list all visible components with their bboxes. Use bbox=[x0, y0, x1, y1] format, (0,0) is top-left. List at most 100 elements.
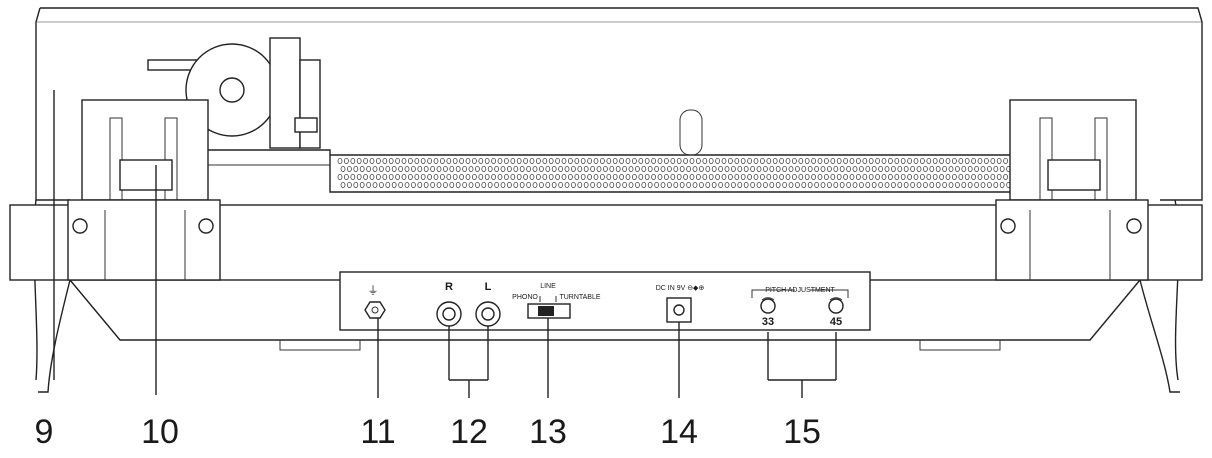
mat-perforation bbox=[871, 181, 877, 188]
mat-perforation bbox=[939, 173, 944, 180]
pitch-adjustment: PITCH ADJUSTMENT 33 45 bbox=[751, 287, 849, 328]
callout-numbers: 9 10 11 12 13 14 15 bbox=[35, 413, 821, 451]
mat-perforation bbox=[395, 173, 401, 180]
mat-perforation bbox=[942, 181, 947, 188]
mat-perforation bbox=[398, 181, 404, 188]
mat-perforation bbox=[971, 157, 976, 164]
mat-perforation bbox=[926, 173, 932, 180]
left-jack-label: L bbox=[485, 281, 492, 293]
mat-perforation bbox=[753, 173, 759, 180]
mat-perforation bbox=[788, 181, 794, 188]
mat-perforation bbox=[827, 165, 832, 172]
callout-15: 15 bbox=[783, 413, 821, 451]
mat-perforation bbox=[907, 173, 912, 180]
mat-perforation bbox=[772, 173, 778, 180]
mat-perforation bbox=[894, 157, 900, 164]
mat-perforation bbox=[558, 165, 563, 172]
mat-perforation bbox=[775, 181, 781, 188]
mat-perforation bbox=[689, 173, 695, 180]
mat-perforation bbox=[536, 157, 541, 164]
mat-perforation bbox=[395, 157, 401, 164]
mat-perforation bbox=[465, 157, 471, 164]
mat-perforation bbox=[711, 165, 717, 172]
mat-perforation bbox=[539, 165, 544, 172]
mat-perforation bbox=[990, 157, 996, 164]
mat-perforation bbox=[664, 173, 669, 180]
mat-perforation bbox=[875, 173, 880, 180]
mat-perforation bbox=[852, 165, 858, 172]
mat-perforation bbox=[721, 173, 727, 180]
mat-perforation bbox=[510, 173, 516, 180]
mat-perforation bbox=[1003, 157, 1008, 164]
dc-in-label: DC IN 9V ⊖◆⊕ bbox=[656, 285, 705, 292]
mat-perforation bbox=[385, 165, 391, 172]
mat-perforation bbox=[686, 165, 691, 172]
mat-perforation bbox=[724, 181, 730, 188]
mat-perforation bbox=[705, 181, 711, 188]
mat-perforation bbox=[561, 157, 567, 164]
hinge-right bbox=[995, 99, 1149, 281]
mat-perforation bbox=[737, 181, 743, 188]
mat-perforation bbox=[436, 165, 442, 172]
mat-perforation bbox=[859, 181, 864, 188]
mat-perforation bbox=[974, 165, 979, 172]
mat-perforation bbox=[644, 173, 650, 180]
mat-perforation bbox=[574, 173, 580, 180]
mat-perforation bbox=[343, 157, 349, 164]
mat-perforation bbox=[350, 173, 356, 180]
mat-perforation bbox=[763, 165, 768, 172]
mat-perforation bbox=[583, 181, 589, 188]
mat-perforation bbox=[449, 181, 455, 188]
mat-perforation bbox=[484, 173, 490, 180]
mat-perforation bbox=[497, 173, 503, 180]
mat-perforation bbox=[718, 165, 723, 172]
mat-perforation bbox=[468, 165, 474, 172]
mat-perforation bbox=[545, 165, 551, 172]
mat-perforation bbox=[782, 165, 787, 172]
mat-perforation bbox=[788, 165, 794, 172]
mat-perforation bbox=[465, 173, 471, 180]
mat-perforation bbox=[375, 173, 381, 180]
mat-perforation bbox=[580, 157, 586, 164]
mat-perforation bbox=[638, 157, 644, 164]
mat-perforation bbox=[958, 157, 964, 164]
leader-lines bbox=[53, 90, 837, 398]
mat-perforation bbox=[580, 173, 586, 180]
mat-perforation bbox=[737, 165, 743, 172]
mat-perforation bbox=[692, 165, 698, 172]
mat-perforation bbox=[820, 165, 826, 172]
mat-perforation bbox=[491, 173, 497, 180]
mat-perforation bbox=[948, 181, 954, 188]
mat-perforation bbox=[494, 165, 500, 172]
mat-perforation bbox=[363, 157, 369, 164]
mat-perforation bbox=[769, 165, 775, 172]
mat-perforation bbox=[471, 157, 477, 164]
mat-perforation bbox=[696, 157, 701, 164]
mat-perforation bbox=[676, 173, 682, 180]
mat-perforation bbox=[619, 173, 624, 180]
mat-perforation bbox=[721, 157, 727, 164]
mat-perforation bbox=[974, 181, 979, 188]
mat-perforation bbox=[935, 165, 941, 172]
mat-perforation bbox=[532, 165, 538, 172]
mat-perforation bbox=[811, 173, 816, 180]
mat-perforation bbox=[679, 181, 685, 188]
mat-perforation bbox=[340, 181, 346, 188]
mat-perforation bbox=[827, 181, 832, 188]
mat-perforation bbox=[529, 173, 535, 180]
mat-perforation bbox=[555, 173, 560, 180]
mat-perforation bbox=[897, 181, 903, 188]
mat-perforation bbox=[923, 165, 928, 172]
mat-perforation bbox=[884, 165, 890, 172]
mat-perforation bbox=[888, 173, 893, 180]
mat-perforation bbox=[427, 157, 433, 164]
mat-perforation bbox=[459, 173, 465, 180]
mat-perforation bbox=[593, 157, 599, 164]
mat-perforation bbox=[756, 181, 762, 188]
mat-perforation bbox=[622, 165, 627, 172]
mat-perforation bbox=[792, 173, 797, 180]
mat-perforation bbox=[568, 157, 573, 164]
mat-perforation bbox=[782, 181, 787, 188]
mat-perforation bbox=[913, 173, 919, 180]
